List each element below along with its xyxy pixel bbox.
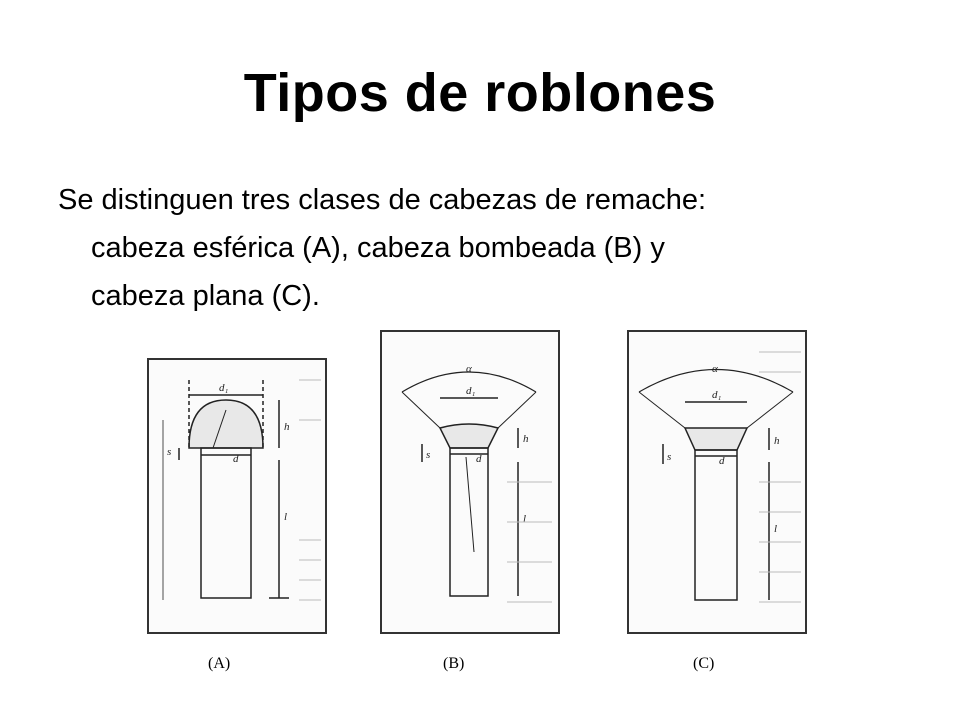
svg-text:l: l: [523, 513, 526, 525]
rivet-shank-c: [694, 449, 738, 601]
rivet-shank-b: [449, 447, 489, 597]
rivet-diagram-c: α d₁ d h l s: [638, 351, 801, 603]
svg-text:d₁: d₁: [219, 382, 229, 394]
svg-text:h: h: [523, 433, 529, 445]
slide-title: Tipos de roblones: [243, 63, 717, 123]
svg-text:d₁: d₁: [466, 385, 476, 397]
svg-text:d: d: [476, 453, 482, 465]
rivet-figure-a: d₁ d h l s: [147, 358, 327, 634]
body-line-1: Se distinguen tres clases de cabezas de …: [58, 184, 707, 216]
svg-text:h: h: [774, 435, 780, 447]
svg-text:α: α: [712, 363, 718, 375]
svg-text:d: d: [233, 453, 239, 465]
rivet-head-b: [438, 423, 500, 449]
rivet-figure-c: α d₁ d h l s: [627, 330, 807, 634]
slide-body-text: Se distinguen tres clases de cabezas de …: [58, 176, 918, 320]
figure-caption-a: (A): [208, 655, 231, 672]
svg-text:s: s: [667, 451, 671, 463]
svg-text:h: h: [284, 421, 290, 433]
rivet-head-c: [683, 427, 749, 451]
rivet-diagram-b: α d₁ d h l s: [401, 363, 552, 603]
rivet-head-a: [188, 399, 264, 449]
rivet-figure-b: α d₁ d h l s: [380, 330, 560, 634]
svg-text:α: α: [466, 363, 472, 375]
rivet-diagram-a: d₁ d h l s: [162, 379, 321, 601]
svg-text:l: l: [284, 511, 287, 523]
svg-text:d₁: d₁: [712, 389, 722, 401]
rivet-shank-a: [200, 447, 252, 599]
svg-text:l: l: [774, 523, 777, 535]
figure-caption-c: (C): [693, 655, 715, 672]
body-line-2: cabeza esférica (A), cabeza bombeada (B)…: [91, 232, 665, 264]
svg-text:s: s: [167, 446, 171, 458]
figure-caption-b: (B): [443, 655, 465, 672]
body-line-3: cabeza plana (C).: [91, 280, 320, 312]
svg-text:s: s: [426, 449, 430, 461]
svg-text:d: d: [719, 455, 725, 467]
